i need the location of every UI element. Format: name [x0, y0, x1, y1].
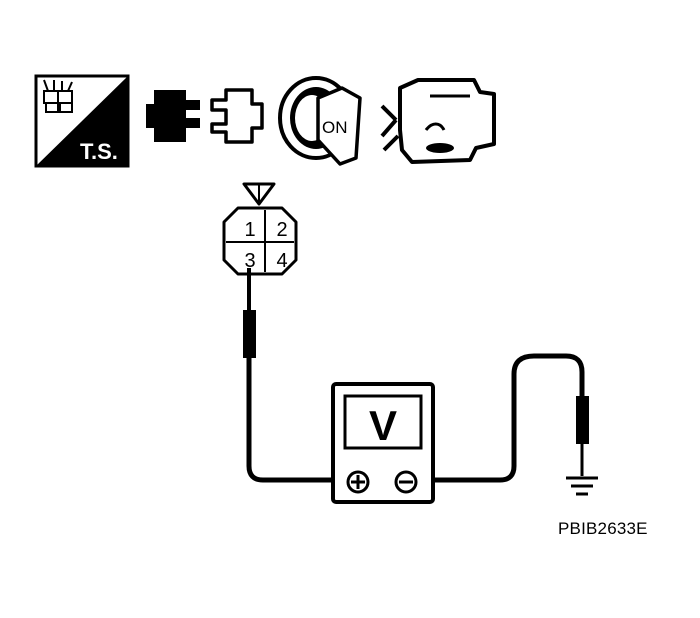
tool-ts-icon: T.S. [34, 74, 130, 168]
ignition-key-on-icon: ON [278, 76, 362, 166]
connector-pin-1: 1 [244, 219, 255, 241]
positive-probe-lead [243, 268, 346, 483]
connector-disconnect-icon [146, 88, 264, 144]
connector-face: 1 2 3 4 [222, 182, 298, 276]
negative-probe-lead [420, 353, 589, 483]
voltmeter: V [331, 382, 435, 504]
negative-terminal-icon [394, 470, 418, 494]
ground-icon [566, 476, 598, 496]
ignition-on-label: ON [322, 118, 348, 137]
ts-label: T.S. [80, 139, 118, 164]
connector-pin-2: 2 [276, 219, 287, 241]
positive-terminal-icon [346, 470, 370, 494]
connector-pin-3: 3 [244, 250, 255, 272]
engine-icon [380, 78, 496, 164]
reference-code: PBIB2633E [558, 519, 648, 538]
meter-unit-label: V [369, 402, 397, 449]
connector-pin-4: 4 [276, 250, 287, 272]
